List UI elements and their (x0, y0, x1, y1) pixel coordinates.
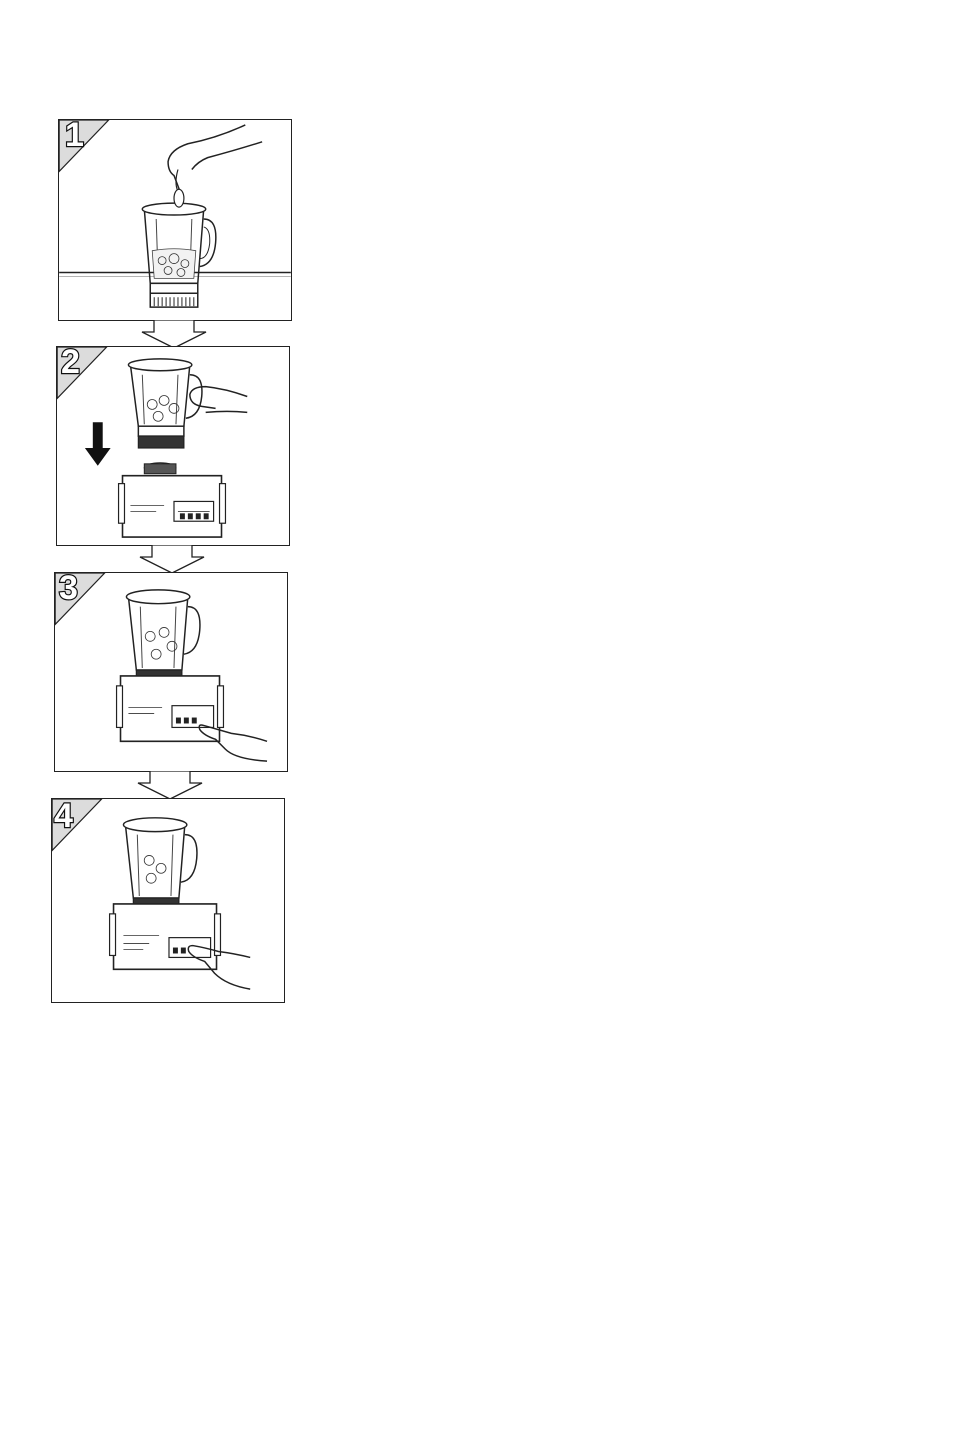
blender-pressing-button-icon (55, 573, 287, 771)
step-1-panel: 1 (58, 119, 292, 321)
step-number: 1 (65, 118, 84, 152)
step-3-panel: 3 (54, 572, 288, 772)
step-4-panel: 4 (51, 798, 285, 1003)
blender-jar-adding-food-icon (59, 120, 291, 320)
step-2-panel: 2 (56, 346, 290, 546)
step-number: 2 (61, 345, 80, 379)
blender-jar-onto-base-icon (57, 347, 289, 545)
step-number: 4 (54, 799, 73, 833)
blender-pressing-off-button-icon (52, 799, 284, 1002)
step-number: 3 (59, 571, 78, 605)
